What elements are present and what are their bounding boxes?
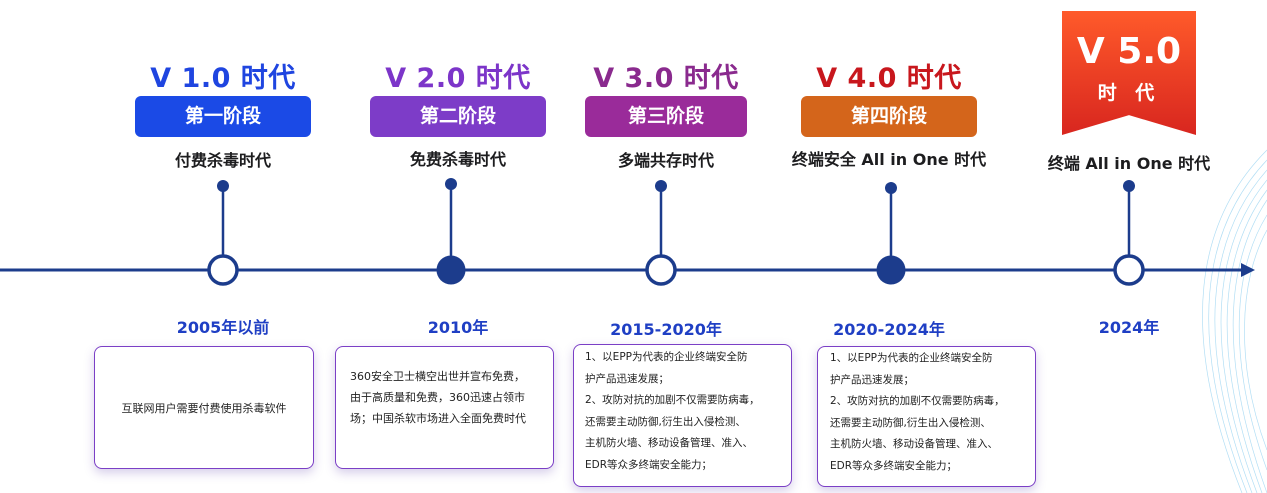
era-label: 终端 All in One 时代	[1047, 154, 1211, 173]
timeline-node-3	[645, 254, 677, 286]
year-label: 2010年	[427, 318, 489, 337]
stem-dot-3	[655, 180, 667, 192]
v5-version: V 5.0	[1076, 31, 1182, 72]
version-title: V 1.0 时代	[150, 63, 296, 94]
timeline-node-1	[207, 254, 239, 286]
stem-dot-2	[445, 178, 457, 190]
stem-dot-1	[217, 180, 229, 192]
desc-card-1: 互联网用户需要付费使用杀毒软件	[94, 346, 314, 469]
decorative-wave-lines	[1202, 149, 1267, 493]
v5-era-word: 时 代	[1097, 82, 1161, 104]
stem-dot-4	[885, 182, 897, 194]
timeline-node-2	[436, 255, 466, 285]
year-label: 2024年	[1098, 318, 1160, 337]
desc-card-2: 360安全卫士横空出世并宣布免费， 由于高质量和免费，360迅速占领市 场；中国…	[335, 346, 554, 469]
desc-line: 互联网用户需要付费使用杀毒软件	[121, 401, 287, 415]
timeline-node-4	[876, 255, 906, 285]
stage-label: 第三阶段	[585, 96, 747, 137]
desc-line: 主机防火墙、移动设备管理、准入、	[830, 438, 998, 450]
era-label: 免费杀毒时代	[409, 150, 506, 169]
desc-line: 360安全卫士横空出世并宣布免费，	[350, 370, 525, 383]
stage-label: 第一阶段	[135, 96, 311, 137]
desc-line: 1、以EPP为代表的企业终端安全防	[830, 352, 993, 364]
axis-arrow-icon	[1241, 263, 1255, 277]
version-title: V 3.0 时代	[593, 63, 739, 94]
desc-line: 护产品迅速发展；	[830, 373, 914, 386]
desc-line: 护产品迅速发展；	[585, 372, 669, 385]
desc-line: 还需要主动防御,衍生出入侵检测、	[585, 415, 746, 428]
desc-line: 由于高质量和免费，360迅速占领市	[350, 391, 525, 404]
desc-line: 2、攻防对抗的加剧不仅需要防病毒，	[585, 394, 760, 406]
stage-label: 第二阶段	[370, 96, 546, 137]
year-label: 2015-2020年	[610, 320, 722, 339]
desc-line: 2、攻防对抗的加剧不仅需要防病毒，	[830, 395, 1005, 407]
stage-label: 第四阶段	[801, 96, 977, 137]
v5-banner: V 5.0 时 代	[1062, 11, 1196, 135]
desc-line: EDR等众多终端安全能力；	[585, 458, 713, 471]
desc-line: 1、以EPP为代表的企业终端安全防	[585, 351, 748, 363]
desc-line: EDR等众多终端安全能力；	[830, 459, 958, 472]
version-title: V 4.0 时代	[816, 63, 962, 94]
year-label: 2020-2024年	[833, 320, 945, 339]
era-label: 多端共存时代	[617, 151, 714, 170]
stem-dot-5	[1123, 180, 1135, 192]
era-label: 终端安全 All in One 时代	[791, 150, 987, 169]
year-label: 2005年以前	[176, 318, 270, 337]
version-title: V 2.0 时代	[385, 63, 531, 94]
desc-line: 主机防火墙、移动设备管理、准入、	[585, 437, 753, 449]
era-label: 付费杀毒时代	[174, 151, 271, 170]
desc-card-4: 1、以EPP为代表的企业终端安全防 护产品迅速发展； 2、攻防对抗的加剧不仅需要…	[817, 346, 1036, 487]
timeline-node-5	[1113, 254, 1145, 286]
desc-card-3: 1、以EPP为代表的企业终端安全防 护产品迅速发展； 2、攻防对抗的加剧不仅需要…	[573, 344, 792, 487]
desc-line: 场；中国杀软市场进入全面免费时代	[350, 412, 526, 425]
desc-line: 还需要主动防御,衍生出入侵检测、	[830, 416, 991, 429]
